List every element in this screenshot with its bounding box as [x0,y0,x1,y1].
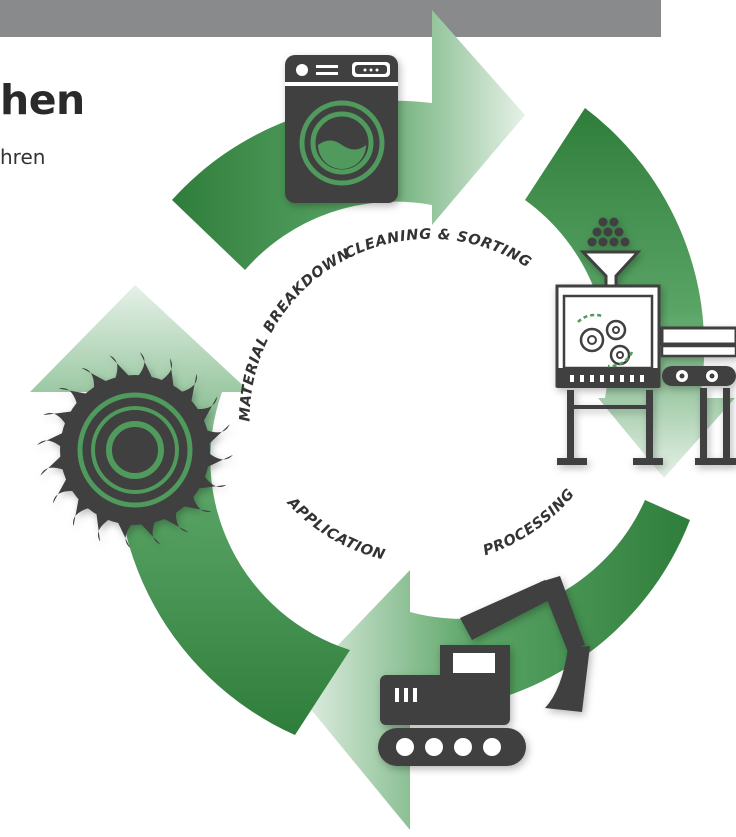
sorting-machine-icon [555,217,736,465]
arrow-segment-left [30,285,350,735]
saw-blade-icon [37,352,233,548]
page-subtitle: hren [0,145,46,169]
stage-label-application: APPLICATION [283,494,387,564]
washing-machine-icon [285,55,398,203]
stage-label-cleaning-sorting: CLEANING & SORTING [342,227,534,272]
stage-label-processing: PROCESSING [481,486,578,559]
stage-label-material-breakdown: MATERIAL BREAKDOWN [238,246,354,422]
page-title: hen [0,76,85,124]
excavator-icon [378,576,590,766]
header-bar [0,0,661,37]
